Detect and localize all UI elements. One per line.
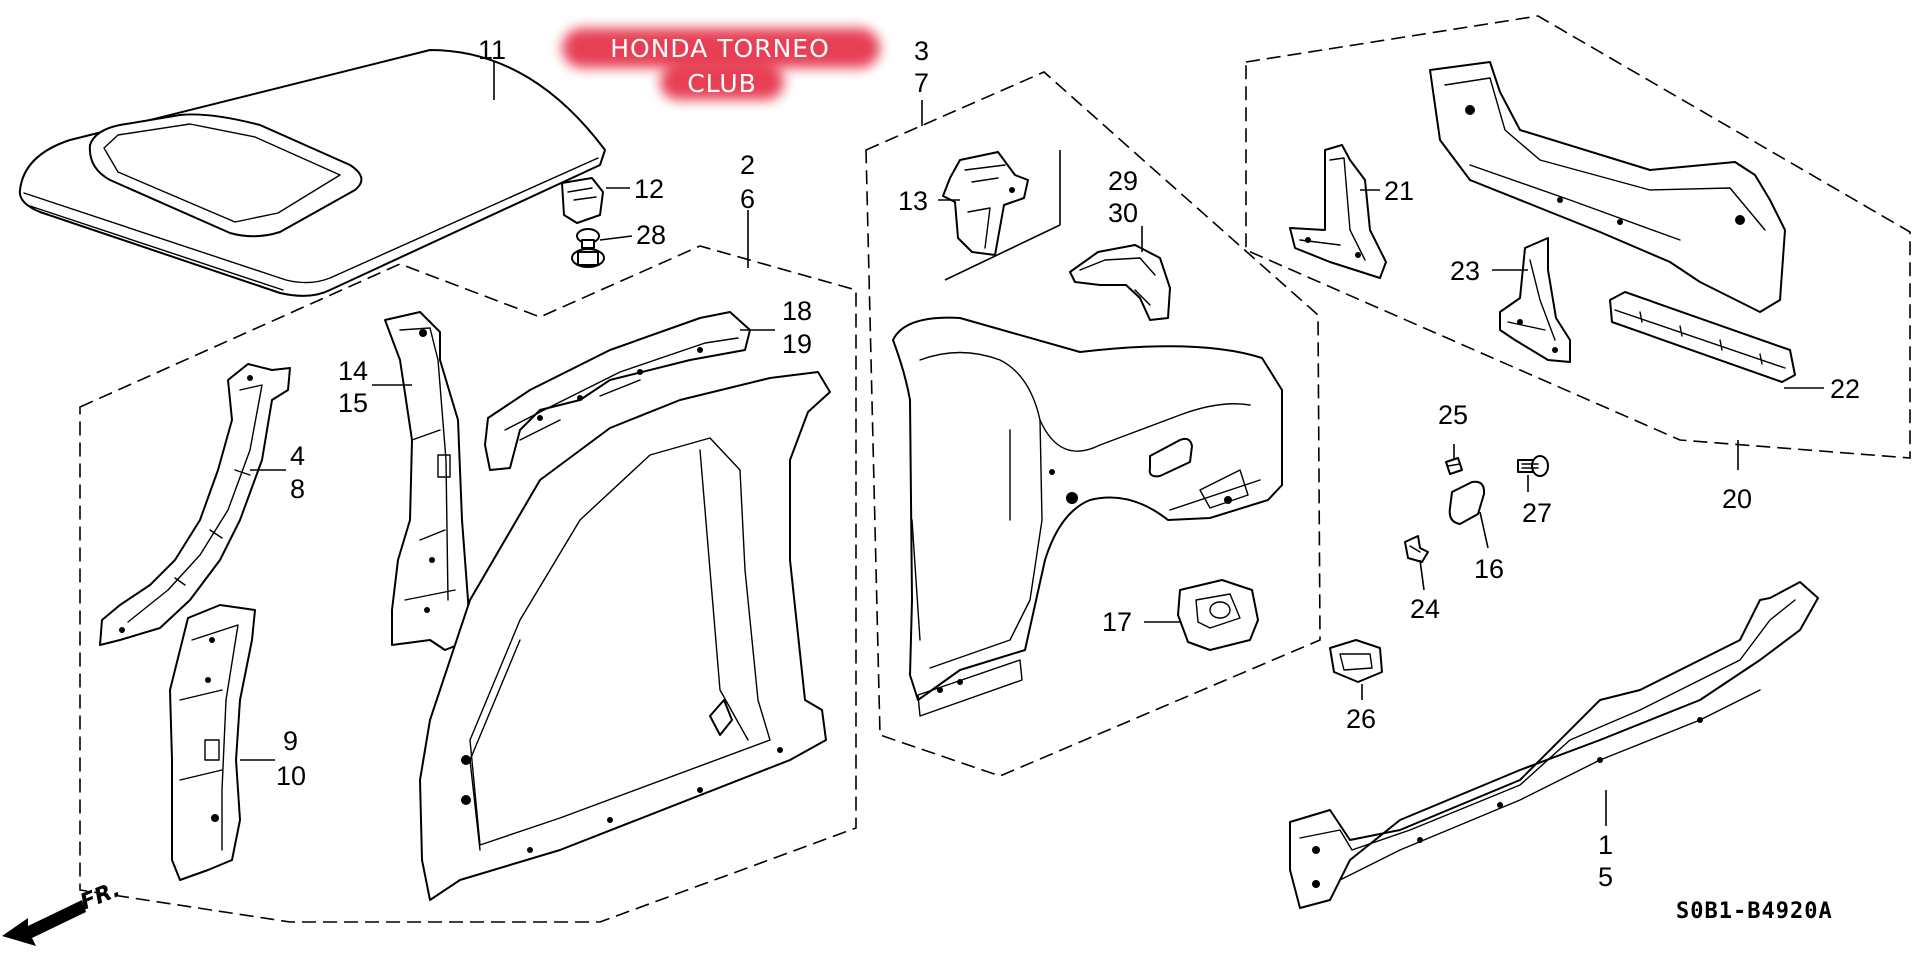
rear-bulkhead-bracket-right (1499, 237, 1571, 363)
callout-6: 6 (740, 184, 755, 214)
center-pillar (384, 311, 471, 651)
rear-bulkhead-bracket-left (1289, 144, 1387, 279)
leader-lines (240, 62, 1824, 826)
rear-panel-bracket (942, 151, 1029, 256)
outer-side-panel (419, 371, 831, 901)
callout-1: 1 (1598, 830, 1613, 860)
fuel-lid (1448, 480, 1486, 525)
callout-8: 8 (290, 474, 305, 504)
callout-11: 11 (478, 35, 506, 65)
callout-22: 22 (1830, 374, 1860, 404)
callout-23: 23 (1450, 256, 1480, 286)
callout-19: 19 (782, 329, 812, 359)
callout-4: 4 (290, 441, 305, 471)
direction-arrow-icon (2, 900, 86, 946)
callout-26: 26 (1346, 704, 1376, 734)
front-pillar-upper (99, 363, 291, 646)
fuel-lid-housing (1177, 579, 1259, 651)
callout-15: 15 (338, 388, 368, 418)
rear-bulkhead-panel (1429, 61, 1786, 313)
callout-20: 20 (1722, 484, 1752, 514)
callout-21: 21 (1384, 176, 1414, 206)
rear-panel-group-outline (865, 71, 1321, 777)
front-pillar-lower (169, 604, 256, 881)
wheelhouse-extension (1069, 244, 1171, 321)
callout-16: 16 (1474, 554, 1504, 584)
direction-label: FR. (77, 877, 124, 915)
callout-24: 24 (1410, 594, 1440, 624)
callout-2: 2 (740, 150, 755, 180)
watermark-line1: HONDA TORNEO (610, 34, 830, 63)
callout-27: 27 (1522, 498, 1552, 528)
watermark-line2: CLUB (687, 69, 757, 98)
callout-13: 13 (898, 186, 928, 216)
rear-crossmember (1609, 291, 1796, 383)
callout-7: 7 (914, 68, 929, 98)
callout-28: 28 (636, 220, 666, 250)
callout-9: 9 (283, 726, 298, 756)
callout-30: 30 (1108, 198, 1138, 228)
callout-numbers: 11 12 28 2 6 3 7 13 29 30 18 19 14 15 4 … (276, 35, 1860, 892)
callout-5: 5 (1598, 862, 1613, 892)
diagram-code: S0B1-B4920A (1676, 899, 1833, 924)
fuel-lid-spring (1445, 457, 1463, 475)
fuel-lid-bolt (1517, 455, 1549, 477)
front-direction-arrow: FR. (2, 877, 124, 946)
bracket-divider-line (944, 224, 1061, 281)
rear-bulkhead-group-outline (1245, 15, 1911, 459)
grommet (1329, 639, 1383, 683)
roof-side-rail (484, 311, 751, 471)
callout-10: 10 (276, 761, 306, 791)
callout-25: 25 (1438, 400, 1468, 430)
callout-29: 29 (1108, 166, 1138, 196)
roof-clip (561, 177, 604, 224)
callout-12: 12 (634, 174, 664, 204)
callout-3: 3 (914, 36, 929, 66)
side-sill (1289, 581, 1819, 909)
rear-quarter-panel (892, 316, 1283, 717)
roof-panel (18, 49, 606, 297)
roof-bolt (571, 228, 605, 268)
callout-17: 17 (1102, 607, 1132, 637)
callout-14: 14 (338, 356, 368, 386)
club-watermark: HONDA TORNEO CLUB (562, 28, 880, 100)
fuel-lid-hinge (1404, 535, 1429, 563)
callout-18: 18 (782, 296, 812, 326)
side-panel-group-outline (79, 245, 857, 923)
